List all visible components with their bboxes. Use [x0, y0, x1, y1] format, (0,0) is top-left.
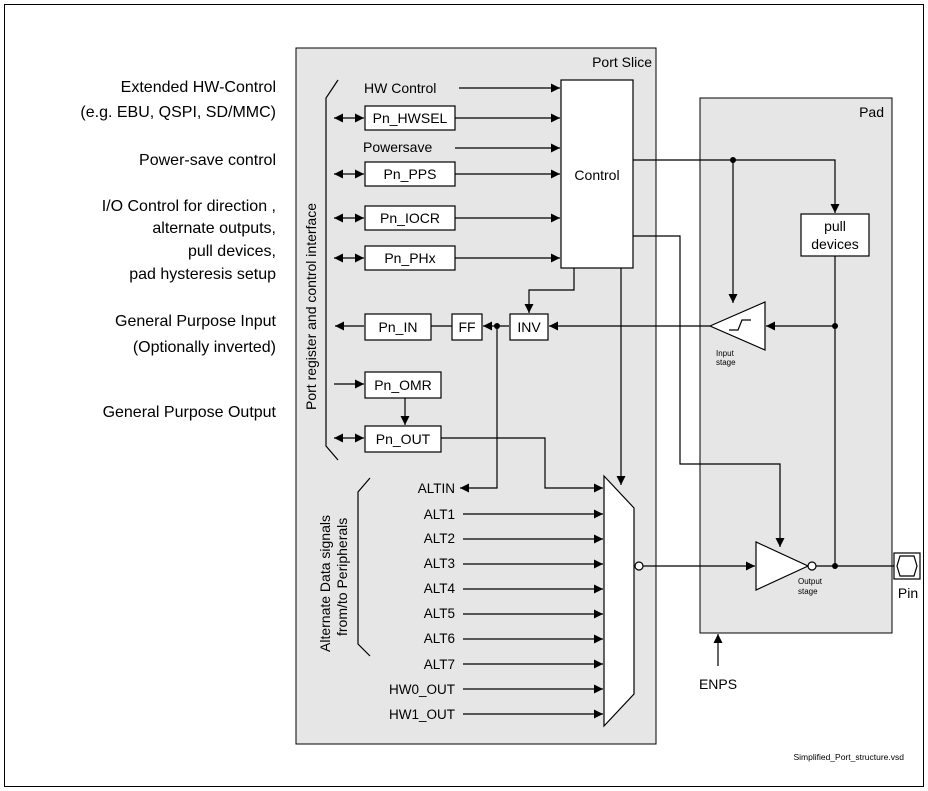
- powersave-text: Powersave: [363, 139, 432, 155]
- pad-output-junction-dot: [832, 563, 838, 569]
- alt-signal-label: ALT6: [424, 631, 455, 646]
- gpi-label-line2: (Optionally inverted): [133, 339, 276, 356]
- pn-in-register: [364, 313, 432, 341]
- pn-omr-register: [364, 371, 442, 399]
- pn-pps-label: Pn_PPS: [384, 166, 437, 182]
- io-control-label-line3: pull devices,: [188, 243, 276, 260]
- alt-signal-label: ALT1: [424, 507, 455, 522]
- left-description-labels: Extended HW-Control (e.g. EBU, QSPI, SD/…: [80, 79, 276, 421]
- gpo-label: General Purpose Output: [103, 404, 277, 421]
- alt-signals-bracket: [357, 477, 371, 657]
- inv-block: [509, 313, 549, 341]
- figure-frame: [4, 4, 924, 787]
- input-stage-buffer: [708, 301, 766, 351]
- interface-bracket: [325, 79, 339, 461]
- pn-omr-label: Pn_OMR: [374, 377, 432, 393]
- alt-signal-wires: [463, 509, 603, 719]
- ext-hw-label-line2: (e.g. EBU, QSPI, SD/MMC): [80, 104, 276, 121]
- pn-out-to-mux-wire: [441, 437, 603, 493]
- file-name-label: Simplified_Port_structure.vsd: [793, 752, 904, 762]
- hw-control-label: HW Control: [364, 80, 436, 96]
- input-stage-label-line1: Input: [716, 349, 735, 358]
- alt-signal-label: HW0_OUT: [389, 682, 455, 697]
- pn-hwsel-label: Pn_HWSEL: [373, 110, 448, 126]
- alt-signal-labels: ALTIN ALT1 ALT2 ALT3 ALT4 ALT5 ALT6 ALT7…: [389, 481, 456, 722]
- alt-group-label-line2: from/to Peripherals: [334, 518, 350, 636]
- alt-signal-label: ALT3: [424, 556, 455, 571]
- pull-devices-label-line1: pull: [824, 218, 846, 234]
- pad-block: [699, 97, 893, 634]
- gpi-label-line1: General Purpose Input: [115, 313, 277, 330]
- pin-icon: [893, 552, 921, 580]
- alt-signal-label: HW1_OUT: [389, 707, 455, 722]
- control-to-inv-wire: [524, 268, 575, 313]
- interface-label: Port register and control interface: [303, 203, 319, 410]
- port-slice-title: Port Slice: [592, 54, 652, 70]
- inv-label: INV: [517, 319, 541, 335]
- pn-phx-label: Pn_PHx: [384, 250, 435, 266]
- alt-signal-label: ALTIN: [418, 481, 455, 496]
- pn-in-label: Pn_IN: [379, 319, 418, 335]
- ff-label: FF: [458, 319, 475, 335]
- output-multiplexer: [603, 474, 635, 728]
- pn-iocr-register: [364, 205, 456, 231]
- control-label: Control: [574, 167, 619, 183]
- ff-block: [451, 313, 483, 341]
- alt-signal-label: ALT4: [424, 581, 456, 596]
- alt-group-label-line1: Alternate Data signals: [317, 515, 333, 652]
- io-control-label-line1: I/O Control for direction ,: [102, 198, 276, 215]
- enps-label: ENPS: [699, 676, 737, 692]
- powersave-label: Power-save control: [139, 152, 276, 169]
- pn-phx-register: [364, 245, 456, 271]
- pin-label: Pin: [898, 585, 918, 601]
- mux-output-bubble: [634, 561, 644, 571]
- altin-return-wire: [460, 326, 498, 493]
- control-to-output-stage-wire: [633, 235, 785, 547]
- input-stage-label-line2: stage: [716, 358, 736, 367]
- alt-signal-label: ALT7: [424, 657, 455, 672]
- pn-out-register: [364, 425, 442, 453]
- control-to-pull-wire: [633, 159, 840, 213]
- alt-signal-label: ALT5: [424, 606, 455, 621]
- alt-signal-label: ALT2: [424, 531, 455, 546]
- output-stage-label-line1: Output: [798, 577, 823, 586]
- io-control-label-line4: pad hysteresis setup: [129, 266, 276, 283]
- pn-out-label: Pn_OUT: [376, 431, 431, 447]
- output-stage-bubble: [807, 561, 817, 571]
- io-control-label-line2: alternate outputs,: [152, 220, 276, 237]
- control-block: [560, 79, 634, 269]
- pull-devices-block: [800, 213, 870, 257]
- pad-title: Pad: [859, 104, 884, 120]
- output-stage-buffer: [755, 541, 810, 591]
- ext-hw-label-line1: Extended HW-Control: [121, 79, 276, 96]
- output-stage-label-line2: stage: [798, 587, 818, 596]
- pn-iocr-label: Pn_IOCR: [380, 210, 440, 226]
- hysteresis-icon: [729, 319, 751, 331]
- pull-devices-label-line2: devices: [811, 236, 858, 252]
